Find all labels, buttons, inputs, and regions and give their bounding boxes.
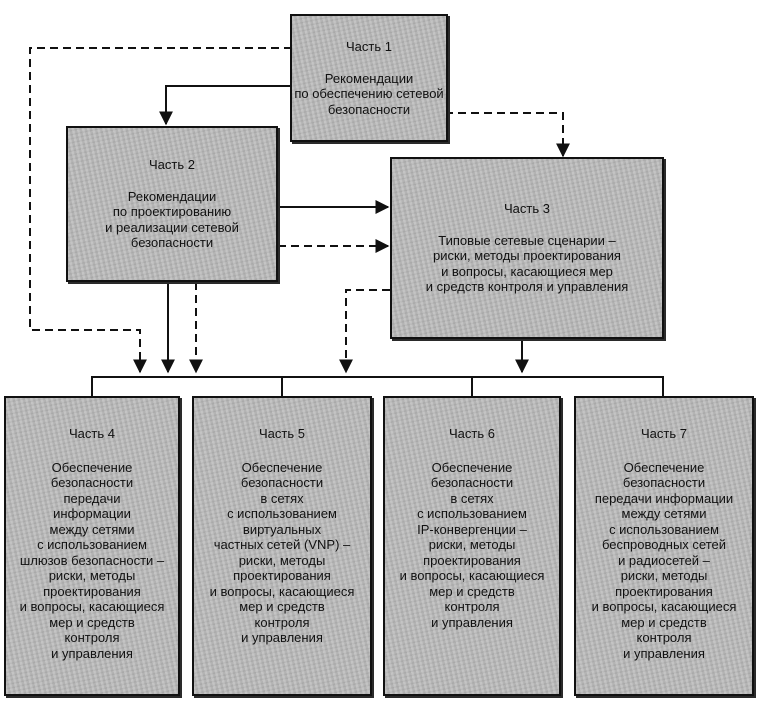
arrow-part1-to-part3-dashed [445, 112, 570, 158]
arrow-part3-to-bus-dashed [339, 289, 390, 374]
part2-box: Часть 2 Рекомендации по проектированию и… [66, 126, 278, 282]
part7-title: Часть 7 [641, 426, 687, 441]
part2-text: Рекомендации по проектированию и реализа… [105, 188, 239, 251]
part1-box: Часть 1 Рекомендации по обеспечению сете… [290, 14, 448, 142]
part6-box: Часть 6 Обеспечение безопасности в сетях… [383, 396, 561, 696]
part6-text: Обеспечение безопасности в сетях с испол… [399, 459, 545, 630]
part4-box: Часть 4 Обеспечение безопасности передач… [4, 396, 180, 696]
part5-text: Обеспечение безопасности в сетях с испол… [209, 459, 355, 646]
part4-title: Часть 4 [69, 426, 115, 441]
part5-title: Часть 5 [259, 426, 305, 441]
part3-title: Часть 3 [504, 201, 550, 217]
arrow-part1-to-bus-dashed [29, 47, 292, 374]
part7-box: Часть 7 Обеспечение безопасности передач… [574, 396, 754, 696]
arrow-part1-to-part2 [159, 85, 292, 126]
part7-text: Обеспечение безопасности передачи информ… [591, 459, 737, 661]
part5-box: Часть 5 Обеспечение безопасности в сетях… [192, 396, 372, 696]
part4-text: Обеспечение безопасности передачи информ… [19, 459, 165, 661]
part3-box: Часть 3 Типовые сетевые сценарии – риски… [390, 157, 664, 339]
part3-text: Типовые сетевые сценарии – риски, методы… [425, 232, 629, 295]
part1-title: Часть 1 [346, 39, 392, 54]
part6-title: Часть 6 [449, 426, 495, 441]
part1-text: Рекомендации по обеспечению сетевой безо… [294, 70, 444, 117]
part2-title: Часть 2 [149, 157, 195, 173]
